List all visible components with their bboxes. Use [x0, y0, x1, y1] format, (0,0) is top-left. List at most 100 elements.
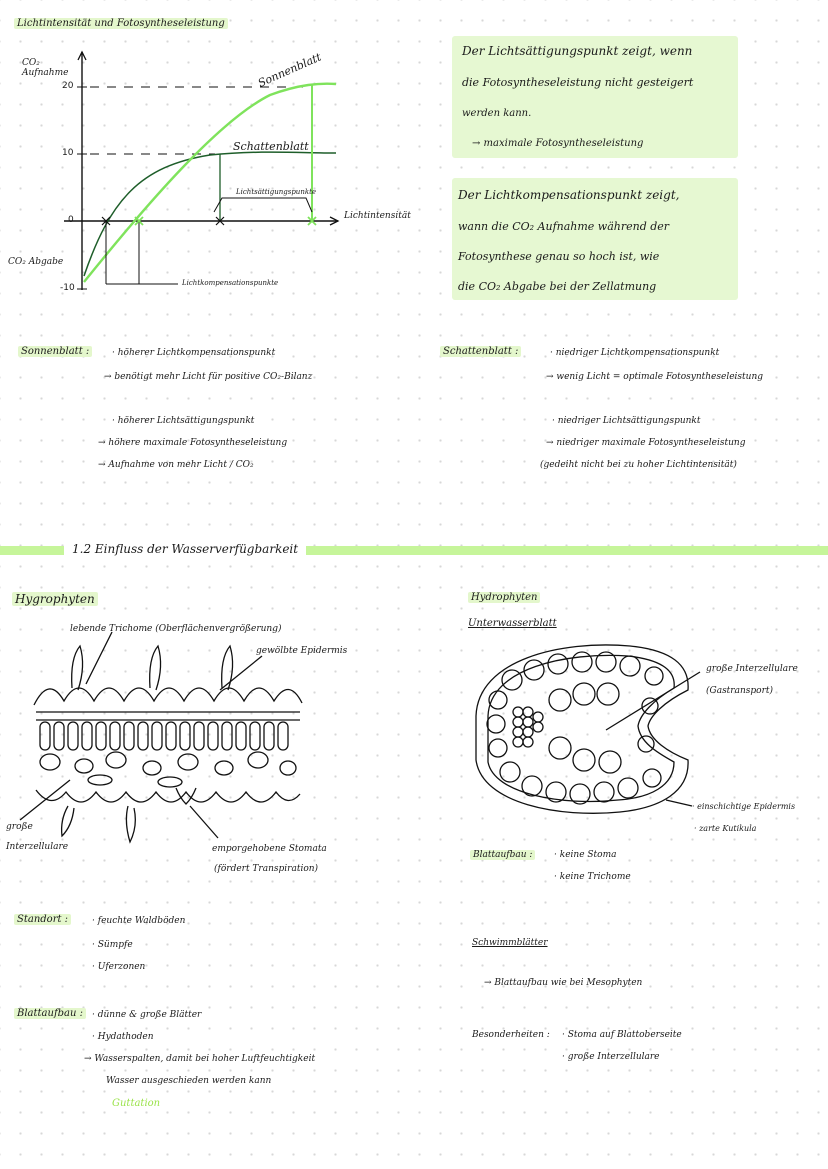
floating-leaves-note: → Blattaufbau wie bei Mesophyten [484, 978, 643, 988]
y-axis-label-top: CO₂ Aufnahme [22, 58, 69, 78]
raised-stoma [175, 787, 197, 805]
stomata-label-2: (fördert Transpiration) [214, 864, 319, 874]
tick-label-minus10: -10 [60, 283, 75, 293]
sun-leaf-point-5: → Aufnahme von mehr Licht / CO₂ [98, 460, 254, 470]
epidermis-leader-hydro [665, 799, 693, 807]
special-feature-1: Stoma auf Blattoberseite [562, 1030, 682, 1040]
compensation-note-line3: Fotosynthese genau so hoch ist, wie [458, 250, 660, 263]
y-axis-arrow [77, 50, 87, 61]
hygro-structure-1: dünne & große Blätter [92, 1010, 202, 1020]
shade-leaf-heading: Schattenblatt : [440, 346, 522, 357]
hydro-structure-2: keine Trichome [554, 872, 631, 882]
stomata-leader [189, 805, 219, 839]
shade-leaf-point-4: → niedriger maximale Fotosyntheseleistun… [546, 438, 746, 448]
x-axis-arrow [329, 216, 340, 226]
interzell-leader-hydro [605, 671, 701, 731]
sun-leaf-heading: Sonnenblatt : [18, 346, 93, 357]
sun-saturation-marker [307, 216, 317, 226]
sun-leaf-point-1: höherer Lichtkompensationspunkt [112, 348, 275, 358]
sun-compensation-marker [134, 216, 144, 226]
trichome-label: lebende Trichome (Oberflächenvergrößerun… [70, 624, 282, 634]
spongy-cells [39, 751, 297, 788]
compensation-note-box: Der Lichtkompensationspunkt zeigt, wann … [452, 178, 738, 300]
stomata-label: emporgehobene Stomata [212, 844, 327, 854]
leaf-outline [475, 644, 689, 814]
y-axis-label-bottom: CO₂ Abgabe [8, 257, 64, 267]
hygro-structure-4: Wasser ausgeschieden werden kann [106, 1076, 272, 1086]
trichome-1 [71, 644, 84, 691]
hygro-structure-2: Hydathoden [92, 1032, 154, 1042]
trichome-3 [221, 644, 234, 691]
lower-trichome-2 [125, 805, 136, 844]
trichome-leader [85, 631, 113, 685]
page-title: Lichtintensität und Fotosyntheseleistung [14, 18, 228, 29]
shade-leaf-point-2: → wenig Licht = optimale Fotosyntheselei… [546, 372, 764, 382]
compensation-note-line1: Der Lichtkompensationspunkt zeigt, [458, 188, 680, 202]
saturation-note-line3: werden kann. [462, 108, 532, 119]
tick-label-10: 10 [62, 148, 74, 158]
special-features-heading: Besonderheiten : [472, 1030, 550, 1040]
location-item-3: Uferzonen [92, 962, 146, 972]
underwater-leaf-heading: Unterwasserblatt [468, 618, 557, 629]
tick-label-0: 0 [68, 215, 74, 225]
interzell-label-1: große [6, 822, 33, 832]
saturation-note-line4: → maximale Fotosyntheseleistung [472, 138, 644, 149]
epidermis-cells [486, 651, 664, 805]
saturation-bracket [213, 197, 313, 213]
sun-leaf-label: Sonnenblatt [256, 50, 324, 90]
sun-leaf-point-4: → höhere maximale Fotosyntheseleistung [98, 438, 288, 448]
compensation-points-label: Lichtkompensationspunkte [182, 279, 279, 287]
tick-label-20: 20 [62, 81, 74, 91]
saturation-points-label: Lichtsättigungspunkte [236, 188, 317, 196]
compensation-note-line4: die CO₂ Abgabe bei der Zellatmung [458, 280, 657, 293]
floating-leaves-heading: Schwimmblätter [472, 938, 548, 948]
sun-leaf-curve [83, 82, 337, 283]
location-item-1: feuchte Waldböden [92, 916, 186, 926]
saturation-note-line1: Der Lichtsättigungspunkt zeigt, wenn [462, 44, 693, 58]
cuticle-label: zarte Kutikula [694, 824, 756, 833]
shade-leaf-curve [83, 151, 337, 277]
shade-leaf-point-3: niedriger Lichtsättigungspunkt [552, 416, 701, 426]
special-feature-2: große Interzellulare [562, 1052, 660, 1062]
palisade-cells [39, 721, 289, 751]
lower-trichome-1 [60, 805, 75, 838]
shade-saturation-marker [215, 216, 225, 226]
hydrophytes-heading: Hydrophyten [468, 592, 541, 603]
lower-epidermis [35, 789, 301, 803]
hygro-structure-3: → Wasserspalten, damit bei hoher Luftfeu… [84, 1054, 316, 1064]
section-divider [0, 546, 828, 555]
interzellular-cells [548, 682, 622, 774]
saturation-note-line2: die Fotosyntheseleistung nicht gesteiger… [462, 76, 694, 89]
shade-compensation-marker [101, 216, 111, 226]
shade-leaf-label: Schattenblatt [233, 140, 309, 153]
shade-leaf-point-5: (gedeiht nicht bei zu hoher Lichtintensi… [540, 460, 737, 470]
compensation-note-line2: wann die CO₂ Aufnahme während der [458, 220, 670, 233]
shade-leaf-point-1: niedriger Lichtkompensationspunkt [550, 348, 720, 358]
hydro-structure-1: keine Stoma [554, 850, 617, 860]
hydro-interzell-label-2: (Gastransport) [706, 686, 773, 696]
saturation-note-box: Der Lichtsättigungspunkt zeigt, wenn die… [452, 36, 738, 158]
epidermis-leader [219, 655, 263, 691]
hydro-structure-heading: Blattaufbau : [470, 850, 536, 860]
upper-epidermis [33, 687, 303, 706]
hydro-interzell-label-1: große Interzellulare [706, 664, 798, 674]
interzell-leader [19, 779, 71, 821]
hygrophytes-heading: Hygrophyten [12, 592, 98, 606]
sun-leaf-point-3: höherer Lichtsättigungspunkt [112, 416, 255, 426]
sun-leaf-point-2: → benötigt mehr Licht für positive CO₂-B… [104, 372, 313, 382]
x-axis-label: Lichtintensität [344, 211, 411, 221]
epidermis-label: gewölbte Epidermis [256, 646, 348, 656]
guttation-label: Guttation [112, 1098, 161, 1109]
vascular-bundle [512, 706, 544, 748]
single-epidermis-label: einschichtige Epidermis [692, 802, 795, 811]
epidermis-inner [487, 654, 675, 803]
location-heading: Standort : [14, 914, 72, 925]
section-title: 1.2 Einfluss der Wasserverfügbarkeit [64, 542, 307, 556]
trichome-2 [149, 644, 162, 691]
interzell-label-2: Interzellulare [6, 842, 69, 852]
location-item-2: Sümpfe [92, 940, 133, 950]
hygro-structure-heading: Blattaufbau : [14, 1008, 87, 1019]
